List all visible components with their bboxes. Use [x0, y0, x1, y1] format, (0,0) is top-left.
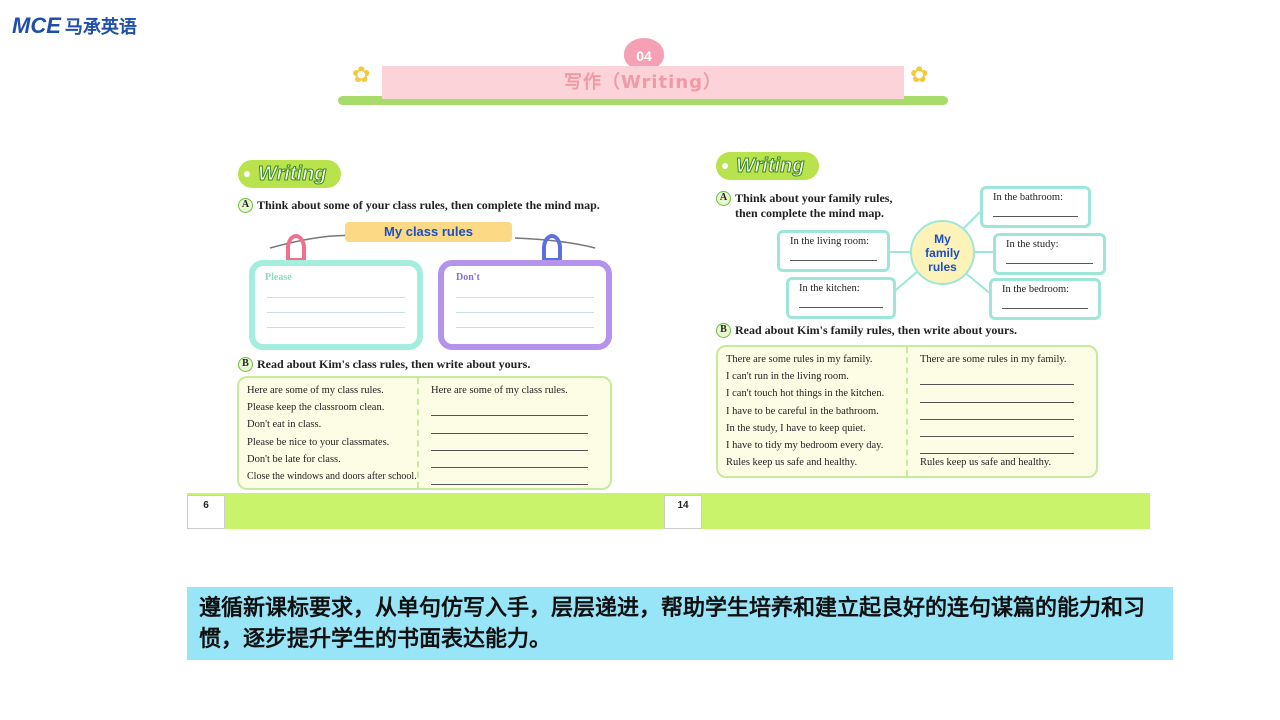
logo-mark: MCE	[12, 13, 61, 38]
mindmap-kitchen[interactable]: In the kitchen:	[786, 277, 896, 319]
instruction-a-line2: then complete the mind map.	[735, 206, 884, 220]
title-base	[338, 96, 948, 105]
instruction-b: Read about Kim's family rules, then writ…	[735, 323, 1017, 337]
bedroom-label: In the bedroom:	[1002, 284, 1070, 295]
kim-line: Close the windows and doors after school…	[247, 471, 417, 483]
answer-line[interactable]	[920, 368, 1074, 386]
letter-a-icon: A	[716, 191, 731, 206]
kim-line: Don't eat in class.	[247, 419, 322, 431]
answer-line[interactable]	[920, 403, 1074, 420]
logo-name: 马承英语	[64, 17, 137, 38]
living-room-label: In the living room:	[790, 236, 870, 247]
answer-line[interactable]	[431, 434, 588, 451]
answer-line[interactable]	[431, 416, 588, 434]
kim-line: I have to tidy my bedroom every day.	[726, 440, 884, 452]
answer-line[interactable]	[920, 420, 1074, 437]
flower-icon: ✿	[910, 62, 929, 87]
instruction-a-line1: Think about your family rules,	[735, 191, 893, 205]
section-title: 写作（Writing）	[382, 66, 904, 99]
dont-box: Don't	[438, 260, 612, 350]
kim-line: Don't be late for class.	[247, 453, 341, 465]
mindmap-center: My family rules	[910, 220, 975, 285]
brand-logo: MCE 马承英语	[12, 8, 137, 44]
writing-badge: Writing	[716, 152, 819, 180]
kim-line: Here are some of my class rules.	[247, 385, 384, 396]
my-class-rules-banner: My class rules	[345, 222, 512, 242]
instruction-a: Think about some of your class rules, th…	[257, 198, 600, 212]
instruction-b: Read about Kim's class rules, then write…	[257, 357, 531, 371]
please-box: Please	[249, 260, 423, 350]
kitchen-label: In the kitchen:	[799, 283, 860, 294]
pink-clip-icon	[286, 234, 306, 262]
answer-line[interactable]	[920, 385, 1074, 403]
bathroom-label: In the bathroom:	[993, 192, 1063, 203]
kim-line: I have to be careful in the bathroom.	[726, 405, 879, 417]
letter-b-icon: B	[716, 323, 731, 338]
class-rules-writing-box: Here are some of my class rules. Please …	[237, 376, 612, 490]
description-note: 遵循新课标要求，从单句仿写入手，层层递进，帮助学生培养和建立起良好的连句谋篇的能…	[187, 587, 1173, 660]
answer-line[interactable]	[920, 437, 1074, 455]
letter-a-icon: A	[238, 198, 253, 213]
answer-line[interactable]	[431, 399, 588, 417]
blue-clip-icon	[542, 234, 562, 262]
your-intro: There are some rules in my family.	[920, 354, 1067, 365]
mindmap-living-room[interactable]: In the living room:	[777, 230, 890, 272]
section-number-heart: 04	[624, 38, 664, 70]
kim-line: Please be nice to your classmates.	[247, 436, 390, 448]
answer-line[interactable]	[431, 451, 588, 468]
your-outro: Rules keep us safe and healthy.	[920, 457, 1052, 469]
flower-icon: ✿	[352, 62, 371, 87]
kim-line: Rules keep us safe and healthy.	[726, 457, 858, 469]
kim-line: There are some rules in my family.	[726, 354, 873, 365]
mindmap-bedroom[interactable]: In the bedroom:	[989, 278, 1101, 320]
family-rules-writing-box: There are some rules in my family. I can…	[716, 345, 1098, 478]
page-number-left: 6	[187, 495, 225, 529]
page-number-right: 14	[664, 495, 702, 529]
mindmap-study[interactable]: In the study:	[993, 233, 1106, 275]
letter-b-icon: B	[238, 357, 253, 372]
please-label: Please	[265, 272, 292, 283]
your-intro: Here are some of my class rules.	[431, 385, 568, 396]
writing-badge: Writing	[238, 160, 341, 188]
mindmap-bathroom[interactable]: In the bathroom:	[980, 186, 1091, 228]
answer-line[interactable]	[431, 468, 588, 486]
kim-line: I can't touch hot things in the kitchen.	[726, 388, 885, 400]
study-label: In the study:	[1006, 239, 1059, 250]
kim-line: I can't run in the living room.	[726, 371, 849, 383]
kim-line: In the study, I have to keep quiet.	[726, 422, 866, 434]
dont-label: Don't	[456, 272, 480, 283]
kim-line: Please keep the classroom clean.	[247, 402, 385, 414]
